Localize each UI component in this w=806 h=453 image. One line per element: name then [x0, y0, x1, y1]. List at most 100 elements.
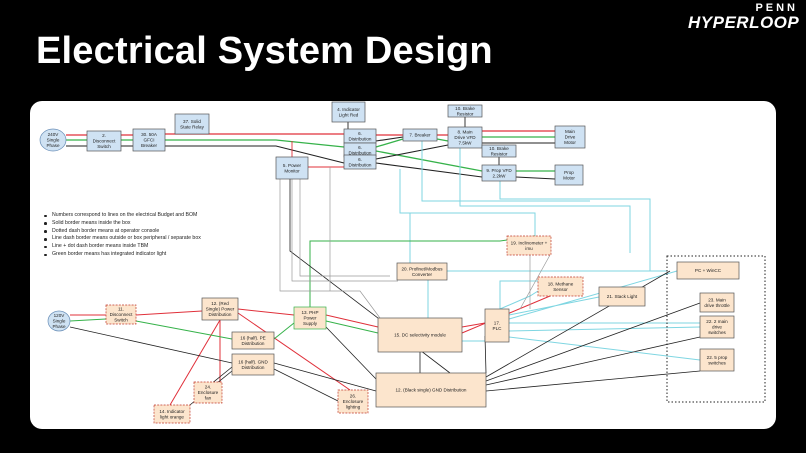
node-label: 120V [54, 313, 66, 318]
legend-list: Numbers correspond to lines on the elect… [44, 212, 201, 259]
node-label: 2.2kW [492, 173, 506, 178]
node-label: 16 (half). PE [240, 335, 266, 340]
node-label: 26. [350, 394, 356, 399]
node-label: PC + WinCC [695, 268, 722, 273]
node-box [699, 348, 735, 372]
node-box [105, 304, 137, 325]
node-label: drive throttle [704, 303, 730, 308]
legend-item: Solid border means inside the box [44, 220, 201, 228]
node-label: 8. Main [457, 130, 473, 135]
legend-item: Green border means has integrated indica… [44, 251, 201, 259]
node-label: 37. Solid [183, 119, 201, 124]
wire-black [66, 136, 556, 180]
node-box [375, 372, 487, 408]
node-label: switches [708, 330, 726, 335]
node-label: imu [525, 246, 533, 251]
node-box [402, 128, 438, 142]
node-n6b: 6.Distribution [343, 142, 377, 158]
node-label: Phase [52, 324, 65, 329]
node-box [481, 144, 517, 158]
node-box [481, 164, 517, 182]
node-n6c: 6.Distribution [343, 154, 377, 170]
node-box [293, 306, 327, 330]
node-box [275, 156, 309, 180]
node-n6a: 6.Distribution [343, 128, 377, 144]
node-label: Switch [114, 318, 128, 323]
node-label: Distribution [242, 341, 265, 346]
node-label: 6. [358, 131, 362, 136]
node-label: Motor [564, 140, 576, 145]
node-box [174, 113, 210, 135]
node-box [153, 404, 191, 424]
node-label: 23. Main [708, 297, 726, 302]
node-label: 30. 50A [141, 132, 158, 137]
node-n19: 19. Inclinometer +imu [506, 235, 552, 256]
wire-120-green [69, 235, 536, 340]
legend-item: Dotted dash border means at operator con… [44, 228, 201, 236]
operator-console-dotted-box [666, 255, 766, 403]
node-label: 12. (Black single) GND Distribution [396, 388, 467, 393]
node-label: Distribution [349, 150, 372, 155]
node-box [699, 292, 735, 313]
node-label: 15. DC selectivity module [394, 333, 446, 338]
node-box [676, 261, 740, 280]
node-label: Single [47, 138, 60, 143]
node-label: State Relay [180, 124, 204, 129]
node-label: Distribution [349, 162, 372, 167]
brand-logo-main: HYPERLOOP [688, 13, 800, 32]
node-box [699, 315, 735, 339]
node-label: lighting [346, 405, 361, 410]
node-label: Distribution [242, 365, 265, 370]
node-label: Drive [565, 135, 576, 140]
node-n15: 15. DC selectivity module [377, 317, 463, 353]
node-box [201, 297, 239, 321]
node-label: Disconnect [93, 139, 116, 144]
node-label: Enclosure [198, 390, 219, 395]
node-label: 12. (Red [211, 301, 229, 306]
node-label: 9. Prop VFD [486, 168, 512, 173]
node-label: 17. [494, 320, 500, 325]
node-nPC: PC + WinCC [676, 261, 740, 280]
node-label: 22. 2 main [706, 319, 728, 324]
node-label: Supply [303, 321, 318, 326]
node-label: 2. [102, 133, 106, 138]
node-box [132, 128, 166, 152]
node-box [447, 104, 483, 118]
node-label: 4. Indicator [337, 107, 360, 112]
node-n12b: 12. (Black single) GND Distribution [375, 372, 487, 408]
node-label: switches [708, 360, 726, 365]
node-box [484, 308, 510, 343]
node-label: 10. Brake [455, 106, 475, 111]
node-label: Power [303, 316, 316, 321]
legend-item: Numbers correspond to lines on the elect… [44, 212, 201, 220]
node-label: 16 (half). GND [238, 359, 268, 364]
node-label: 19. Inclinometer + [511, 240, 548, 245]
legend-item: Line + dot dash border means inside TBM [44, 243, 201, 251]
node-box [396, 262, 448, 281]
wire-monitor [291, 141, 344, 168]
node-label: Sensor [553, 287, 568, 292]
wires-layer [66, 117, 701, 414]
node-label: light orange [160, 414, 184, 419]
node-label: 5. Power [283, 163, 302, 168]
node-label: 18. Methane [548, 281, 574, 286]
node-label: Light Red [339, 112, 359, 117]
node-label: Resistor [457, 111, 474, 116]
node-box [39, 128, 67, 152]
node-box [554, 164, 584, 186]
node-label: fan [205, 396, 212, 401]
